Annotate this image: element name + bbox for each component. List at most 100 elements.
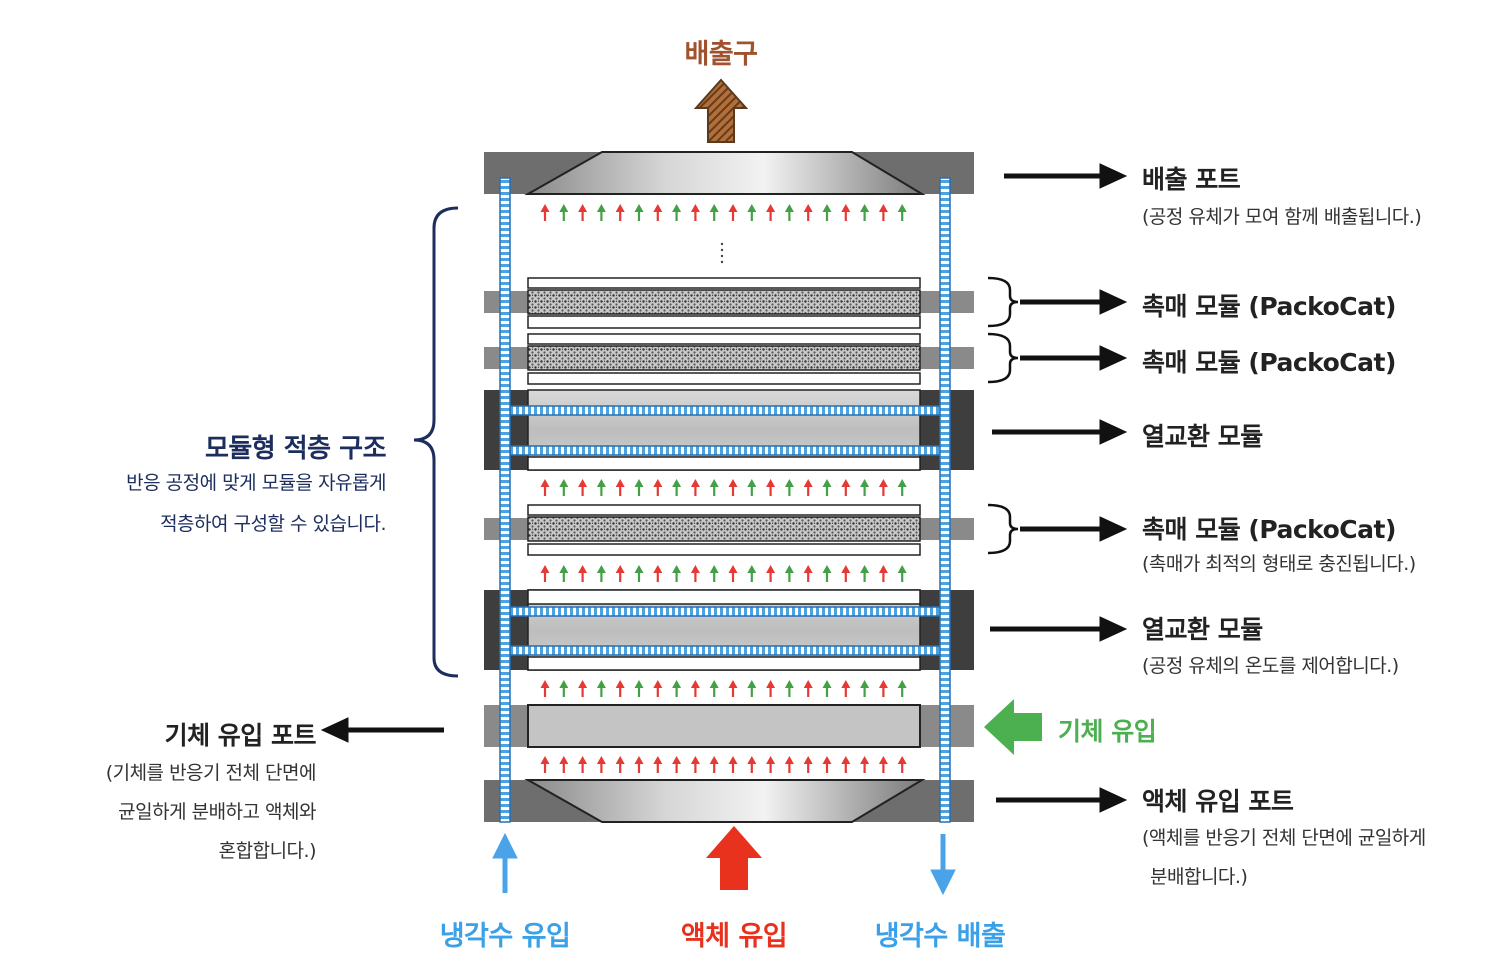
catalyst-brace-2 bbox=[987, 332, 1019, 384]
flow-arrow bbox=[897, 479, 907, 496]
flow-arrow bbox=[860, 756, 870, 773]
flow-arrow bbox=[709, 204, 719, 221]
flow-arrow bbox=[690, 479, 700, 496]
flow-arrow bbox=[615, 756, 625, 773]
flow-arrow bbox=[690, 756, 700, 773]
stack-desc-line-2: 적층하여 구성할 수 있습니다. bbox=[160, 513, 386, 535]
flow-arrow bbox=[841, 756, 851, 773]
flow-arrow bbox=[803, 565, 813, 582]
flow-arrow bbox=[634, 204, 644, 221]
exhaust-arrow-icon bbox=[693, 78, 749, 143]
flow-arrow bbox=[728, 565, 738, 582]
flow-arrow bbox=[784, 479, 794, 496]
flow-arrow bbox=[766, 204, 776, 221]
flow-arrow bbox=[540, 680, 550, 697]
flow-arrow bbox=[690, 680, 700, 697]
flow-arrow bbox=[878, 479, 888, 496]
flow-arrow bbox=[728, 680, 738, 697]
flow-arrow bbox=[709, 565, 719, 582]
flow-arrow bbox=[578, 680, 588, 697]
flow-arrow bbox=[897, 756, 907, 773]
catalyst-brace-1 bbox=[987, 276, 1019, 328]
flow-arrow bbox=[653, 479, 663, 496]
flow-arrow bbox=[860, 479, 870, 496]
flow-arrow bbox=[784, 565, 794, 582]
flow-arrow bbox=[596, 756, 606, 773]
gas-inlet-label: 기체 유입 bbox=[1058, 717, 1157, 746]
flow-arrow bbox=[690, 565, 700, 582]
flow-arrows bbox=[540, 204, 907, 773]
flow-arrow bbox=[878, 204, 888, 221]
flow-arrow bbox=[634, 479, 644, 496]
gas-port-title: 기체 유입 포트 bbox=[164, 721, 317, 750]
flow-arrow bbox=[578, 479, 588, 496]
flow-arrow bbox=[615, 479, 625, 496]
flow-arrow bbox=[578, 756, 588, 773]
flow-arrow bbox=[540, 479, 550, 496]
flow-arrow bbox=[747, 756, 757, 773]
flow-arrow bbox=[897, 680, 907, 697]
flow-arrow bbox=[653, 756, 663, 773]
exhaust-label: 배출구 bbox=[684, 39, 758, 70]
flow-arrow bbox=[822, 680, 832, 697]
flow-arrow bbox=[860, 204, 870, 221]
exhaust-port-title: 배출 포트 bbox=[1142, 165, 1241, 194]
flow-arrow bbox=[766, 479, 776, 496]
heat-exchange-module-1 bbox=[484, 389, 974, 471]
catalyst-brace-3 bbox=[987, 503, 1019, 555]
flow-arrow bbox=[672, 204, 682, 221]
gas-port-pointer-arrow bbox=[320, 717, 444, 743]
stack-title: 모듈형 적층 구조 bbox=[204, 434, 387, 464]
flow-arrow bbox=[803, 680, 813, 697]
flow-arrow bbox=[559, 479, 569, 496]
flow-arrow bbox=[822, 565, 832, 582]
flow-arrow bbox=[578, 204, 588, 221]
coolant-out-arrow-icon bbox=[930, 834, 956, 896]
flow-arrow bbox=[559, 680, 569, 697]
flow-arrow bbox=[596, 680, 606, 697]
flow-arrow bbox=[841, 479, 851, 496]
flow-arrow bbox=[596, 565, 606, 582]
flow-arrow bbox=[766, 565, 776, 582]
flow-arrow bbox=[803, 204, 813, 221]
flow-arrow bbox=[766, 680, 776, 697]
heat-exchange-2-desc: (공정 유체의 온도를 제어합니다.) bbox=[1142, 655, 1399, 677]
flow-arrow bbox=[728, 204, 738, 221]
flow-arrow bbox=[672, 479, 682, 496]
flow-arrow bbox=[728, 479, 738, 496]
flow-arrow bbox=[822, 479, 832, 496]
liquid-port-desc-2: 분배합니다.) bbox=[1150, 866, 1248, 888]
flow-arrow bbox=[803, 479, 813, 496]
coolant-out-label: 냉각수 배출 bbox=[874, 921, 1006, 952]
gas-port-desc-line-3: 혼합합니다.) bbox=[218, 840, 317, 862]
flow-arrow bbox=[578, 565, 588, 582]
flow-arrow bbox=[841, 204, 851, 221]
flow-arrow bbox=[559, 756, 569, 773]
coolant-in-label: 냉각수 유입 bbox=[439, 921, 571, 952]
flow-arrow bbox=[747, 680, 757, 697]
heat-exchange-module-2 bbox=[484, 589, 974, 671]
heat-exchange-2-title: 열교환 모듈 bbox=[1142, 615, 1263, 644]
liquid-inlet-arrow-icon bbox=[706, 826, 762, 890]
gas-distribution-module bbox=[484, 704, 974, 748]
flow-arrow bbox=[822, 204, 832, 221]
liquid-in-label: 액체 유입 bbox=[680, 921, 788, 952]
catalyst-module-2-title: 촉매 모듈 (PackoCat) bbox=[1142, 348, 1396, 377]
flow-arrow bbox=[784, 680, 794, 697]
flow-arrow bbox=[709, 479, 719, 496]
flow-arrow bbox=[596, 204, 606, 221]
flow-arrow bbox=[897, 565, 907, 582]
flow-arrow bbox=[634, 565, 644, 582]
catalyst-module-3-title: 촉매 모듈 (PackoCat) bbox=[1142, 515, 1396, 544]
flow-arrow bbox=[634, 756, 644, 773]
catalyst-module-3-desc: (촉매가 최적의 형태로 충진됩니다.) bbox=[1142, 553, 1416, 575]
flow-arrow bbox=[540, 565, 550, 582]
stack-desc-line-1: 반응 공정에 맞게 모듈을 자유롭게 bbox=[126, 472, 386, 494]
flow-arrow bbox=[653, 680, 663, 697]
flow-arrow bbox=[672, 680, 682, 697]
flow-arrow bbox=[709, 680, 719, 697]
flow-arrow bbox=[559, 204, 569, 221]
liquid-port-title: 액체 유입 포트 bbox=[1142, 787, 1294, 816]
flow-arrow bbox=[897, 204, 907, 221]
